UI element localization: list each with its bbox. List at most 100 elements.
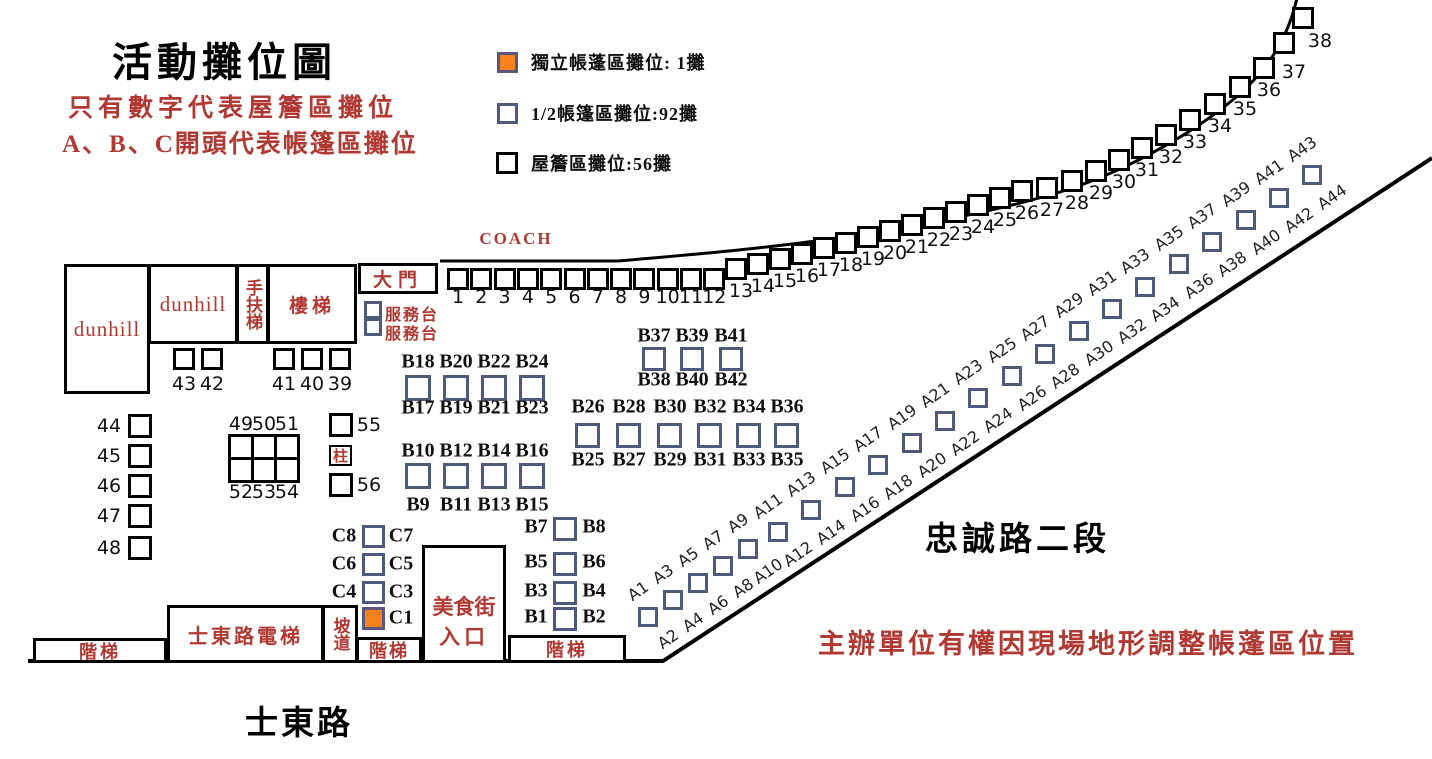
building-label: 階梯	[369, 641, 409, 661]
booth-eave-square	[301, 348, 323, 370]
booth-label: B5	[524, 550, 548, 573]
booth-number-label: 50	[251, 413, 277, 435]
booth-eave-square	[945, 201, 967, 223]
building-label: 樓梯	[288, 295, 335, 317]
booth-eave-square	[274, 457, 300, 483]
booth-eave-square	[967, 194, 989, 216]
booth-half-tent-square	[736, 423, 761, 448]
booth-number-label: 16	[794, 265, 820, 287]
booth-eave-square	[680, 268, 702, 290]
legend-item-independent: 獨立帳蓬區攤位: 1攤	[497, 49, 706, 75]
booth-label: B36	[770, 395, 804, 418]
booth-number-label: 14	[750, 275, 776, 297]
booth-eave-square	[857, 226, 879, 248]
booth-number-label: 52	[228, 481, 254, 503]
booth-half-tent-square	[405, 375, 431, 401]
booth-number-label: 24	[970, 216, 996, 238]
booth-eave-square	[703, 268, 726, 290]
eave-swatch	[496, 152, 518, 174]
booth-half-tent-square	[1302, 165, 1322, 185]
booth-half-tent-square	[768, 522, 788, 542]
booth-number-label: 13	[728, 280, 754, 302]
booth-eave-square	[923, 207, 945, 229]
booth-label: B38	[637, 368, 671, 391]
booth-eave-square	[128, 536, 152, 560]
booth-half-tent-square	[774, 423, 799, 448]
booth-label: C1	[388, 606, 414, 629]
booth-number-label: 18	[838, 254, 864, 276]
booth-eave-square	[173, 348, 195, 370]
booth-label: B42	[714, 368, 748, 391]
booth-number-label: 21	[904, 236, 930, 258]
booth-half-tent-square	[362, 553, 385, 576]
booth-eave-square	[989, 187, 1011, 209]
booth-number-label: 9	[638, 286, 651, 308]
booth-label: B25	[571, 448, 605, 471]
building-label: dunhill	[159, 291, 227, 316]
building-label: 階梯	[79, 641, 121, 662]
booth-eave-square	[879, 220, 901, 242]
legend-item-half-tent: 1/2帳篷區攤位:92攤	[497, 100, 698, 126]
booth-half-tent-square	[1135, 277, 1155, 297]
booth-eave-square	[1253, 57, 1275, 79]
booth-eave-square	[656, 268, 679, 290]
booth-number-label: 17	[816, 259, 842, 281]
building-label: 美食街	[432, 595, 496, 619]
booth-eave-square	[329, 348, 351, 370]
booth-label: B19	[439, 396, 473, 419]
coach-label: COACH	[479, 229, 553, 248]
booth-number-label: 12	[702, 286, 727, 308]
legend-label: 1/2帳篷區攤位:92攤	[531, 104, 698, 124]
booth-eave-square	[586, 268, 609, 290]
booth-number-label: 5	[545, 286, 558, 308]
booth-label: B10	[401, 439, 435, 462]
booth-number-label: 15	[772, 270, 798, 292]
booth-eave-square	[128, 474, 152, 498]
disclaimer-text: 主辦單位有權因現場地形調整帳蓬區位置	[818, 629, 1358, 659]
legend-label: 屋簷區攤位:56攤	[531, 154, 672, 174]
booth-half-tent-square	[553, 581, 577, 605]
building-elevator: 士東路電梯	[167, 605, 324, 663]
booth-number-label: 27	[1039, 199, 1065, 221]
booth-label: B39	[675, 324, 709, 347]
booth-eave-square	[201, 348, 223, 370]
booth-label: B16	[515, 439, 549, 462]
booth-eave-square	[1273, 32, 1295, 54]
booth-label: B23	[515, 396, 549, 419]
booth-label: C5	[388, 552, 414, 575]
booth-half-tent-square	[713, 556, 733, 576]
booth-eave-square	[470, 268, 493, 290]
booth-label: B34	[732, 395, 766, 418]
legend-label: 獨立帳蓬區攤位: 1攤	[531, 53, 706, 73]
booth-half-tent-square	[443, 375, 469, 401]
booth-label: B26	[571, 395, 605, 418]
booth-half-tent-square	[738, 539, 758, 559]
service-desk-square	[364, 301, 382, 319]
booth-label: B33	[732, 448, 766, 471]
booth-number-label: 53	[251, 481, 277, 503]
booth-half-tent-square	[553, 517, 577, 541]
booth-eave-square	[1229, 76, 1251, 98]
booth-half-tent-square	[801, 500, 821, 520]
building-label: dunhill	[73, 316, 141, 341]
booth-half-tent-square	[1169, 254, 1189, 274]
booth-label: B14	[477, 439, 511, 462]
building-steps-left: 階梯	[33, 638, 167, 663]
booth-label: B13	[477, 493, 511, 516]
booth-eave-square	[1292, 7, 1314, 29]
booth-number-label: 34	[1207, 115, 1233, 137]
booth-half-tent-square	[680, 347, 704, 371]
booth-eave-square	[769, 248, 791, 270]
booth-eave-square	[329, 473, 353, 497]
booth-number-label: 8	[615, 286, 628, 308]
booth-number-label: 32	[1158, 146, 1184, 168]
booth-number-label: 51	[274, 413, 300, 435]
booth-eave-square	[563, 268, 586, 290]
booth-eave-square	[1204, 93, 1226, 115]
road-name-zhongcheng: 忠誠路二段	[925, 522, 1110, 558]
booth-number-label: 11	[678, 286, 704, 308]
booth-label: B32	[693, 395, 727, 418]
booth-eave-square	[447, 268, 469, 290]
booth-number-label: 35	[1232, 98, 1258, 120]
booth-number-label: 7	[591, 286, 604, 308]
